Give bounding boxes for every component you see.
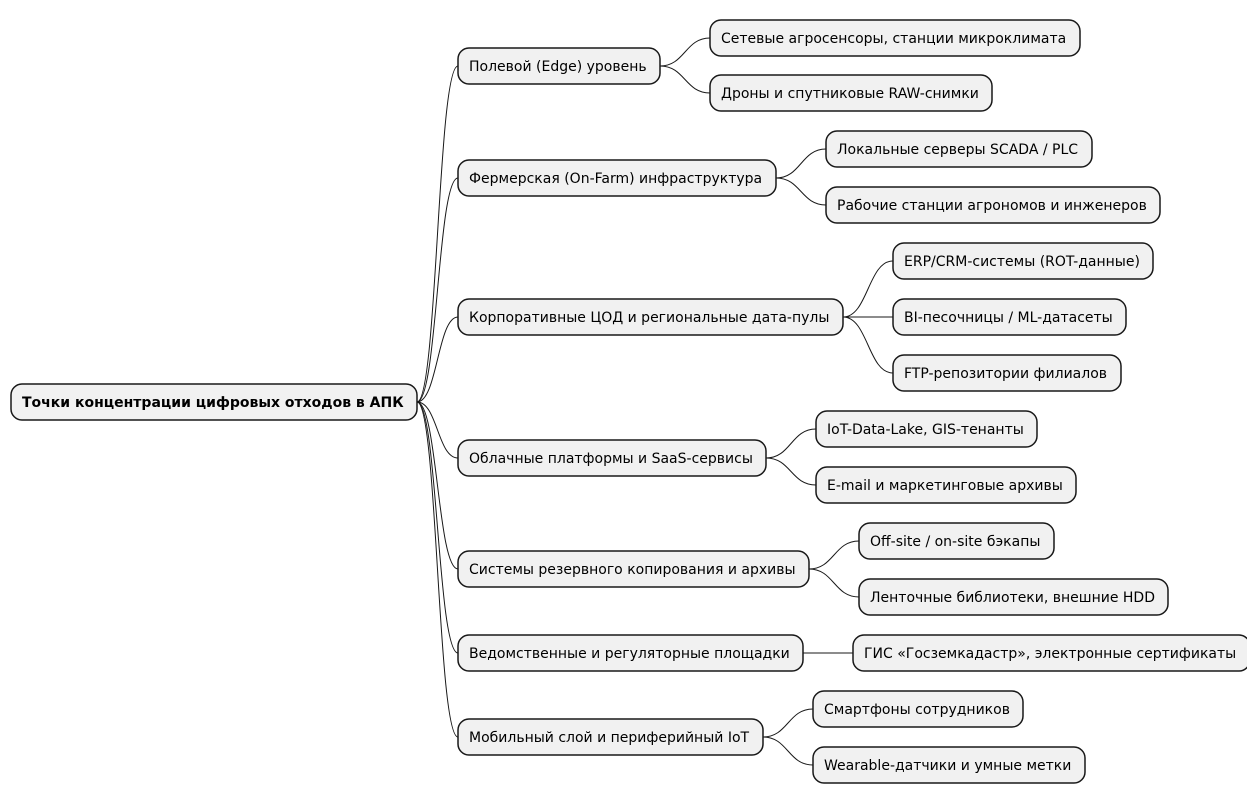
branch-node-1-box <box>457 159 777 197</box>
branch-to-leaf-edge-0-0 <box>659 37 711 67</box>
leaf-node-0-1-box <box>709 74 993 112</box>
branch-node-6: Мобильный слой и периферийный IoT <box>457 718 764 756</box>
leaf-node-3-0-label: IoT-Data-Lake, GIS-тенанты <box>827 422 1024 438</box>
root-to-branch-edge-0 <box>416 65 459 403</box>
leaf-node-2-0-label: ERP/CRM-системы (ROT-данные) <box>904 254 1140 270</box>
leaf-node-4-1-label: Ленточные библиотеки, внешние HDD <box>870 590 1155 606</box>
mindmap-edges <box>416 37 894 766</box>
branch-node-5-label: Ведомственные и регуляторные площадки <box>469 646 790 662</box>
branch-to-leaf-edge-2-0 <box>842 260 894 318</box>
branch-node-6-box <box>457 718 764 756</box>
branch-to-leaf-edge-3-1 <box>765 457 817 486</box>
branch-to-leaf-edge-4-0 <box>808 540 860 570</box>
branch-node-1: Фермерская (On-Farm) инфраструктура <box>457 159 777 197</box>
branch-node-5-box <box>457 634 804 672</box>
leaf-node-5-0-label: ГИС «Госземкадастр», электронные сертифи… <box>864 646 1236 662</box>
branch-node-0: Полевой (Edge) уровень <box>457 47 661 85</box>
leaf-node-0-0-box <box>709 19 1081 57</box>
leaf-node-6-0: Смартфоны сотрудников <box>812 690 1024 728</box>
leaf-node-2-0-box <box>892 242 1154 280</box>
branch-to-leaf-edge-2-2 <box>842 316 894 374</box>
root-to-branch-edge-2 <box>416 316 459 403</box>
leaf-node-1-0: Локальные серверы SCADA / PLC <box>825 130 1093 168</box>
leaf-node-4-0-label: Off-site / on-site бэкапы <box>870 534 1040 550</box>
branch-to-leaf-edge-4-1 <box>808 568 860 598</box>
branch-to-leaf-edge-6-0 <box>762 708 814 738</box>
root-node-box <box>10 383 418 421</box>
leaf-node-6-1: Wearable-датчики и умные метки <box>812 746 1086 784</box>
leaf-node-1-0-label: Локальные серверы SCADA / PLC <box>837 142 1078 158</box>
root-node: Точки концентрации цифровых отходов в АП… <box>10 383 418 421</box>
leaf-node-0-0: Сетевые агросенсоры, станции микроклимат… <box>709 19 1081 57</box>
leaf-node-6-0-label: Смартфоны сотрудников <box>824 702 1010 718</box>
root-node-label: Точки концентрации цифровых отходов в АП… <box>22 395 404 411</box>
leaf-node-1-1-label: Рабочие станции агрономов и инженеров <box>837 198 1147 214</box>
branch-to-leaf-edge-6-1 <box>762 736 814 766</box>
leaf-node-6-1-label: Wearable-датчики и умные метки <box>824 758 1071 774</box>
leaf-node-0-1: Дроны и спутниковые RAW-снимки <box>709 74 993 112</box>
leaf-node-3-0-box <box>815 410 1038 448</box>
mindmap-nodes: Точки концентрации цифровых отходов в АП… <box>10 19 1247 784</box>
leaf-node-5-0-box <box>852 634 1247 672</box>
leaf-node-2-1: BI-песочницы / ML-датасеты <box>892 298 1127 336</box>
root-to-branch-edge-4 <box>416 401 459 570</box>
branch-node-0-label: Полевой (Edge) уровень <box>469 59 647 75</box>
branch-node-5: Ведомственные и регуляторные площадки <box>457 634 804 672</box>
root-to-branch-edge-1 <box>416 177 459 403</box>
leaf-node-1-0-box <box>825 130 1093 168</box>
branch-node-4-label: Системы резервного копирования и архивы <box>469 562 796 578</box>
root-to-branch-edge-6 <box>416 401 459 738</box>
branch-node-0-box <box>457 47 661 85</box>
leaf-node-0-0-label: Сетевые агросенсоры, станции микроклимат… <box>721 31 1066 47</box>
leaf-node-2-2-label: FTP-репозитории филиалов <box>904 366 1107 382</box>
branch-node-4-box <box>457 550 810 588</box>
leaf-node-1-1: Рабочие станции агрономов и инженеров <box>825 186 1161 224</box>
leaf-node-2-2-box <box>892 354 1122 392</box>
leaf-node-4-1: Ленточные библиотеки, внешние HDD <box>858 578 1169 616</box>
leaf-node-0-1-label: Дроны и спутниковые RAW-снимки <box>721 86 979 102</box>
branch-to-leaf-edge-0-1 <box>659 65 711 94</box>
branch-node-3: Облачные платформы и SaaS-сервисы <box>457 439 767 477</box>
branch-node-6-label: Мобильный слой и периферийный IoT <box>469 730 750 746</box>
leaf-node-4-0-box <box>858 522 1055 560</box>
branch-to-leaf-edge-3-0 <box>765 428 817 459</box>
leaf-node-1-1-box <box>825 186 1161 224</box>
leaf-node-4-1-box <box>858 578 1169 616</box>
branch-node-1-label: Фермерская (On-Farm) инфраструктура <box>469 171 762 187</box>
branch-node-4: Системы резервного копирования и архивы <box>457 550 810 588</box>
leaf-node-3-1-box <box>815 466 1077 504</box>
leaf-node-3-1: E-mail и маркетинговые архивы <box>815 466 1077 504</box>
leaf-node-5-0: ГИС «Госземкадастр», электронные сертифи… <box>852 634 1247 672</box>
branch-node-3-label: Облачные платформы и SaaS-сервисы <box>469 451 753 467</box>
leaf-node-6-0-box <box>812 690 1024 728</box>
leaf-node-3-0: IoT-Data-Lake, GIS-тенанты <box>815 410 1038 448</box>
leaf-node-2-1-box <box>892 298 1127 336</box>
leaf-node-2-2: FTP-репозитории филиалов <box>892 354 1122 392</box>
leaf-node-2-1-label: BI-песочницы / ML-датасеты <box>904 310 1113 326</box>
branch-to-leaf-edge-1-1 <box>775 177 827 206</box>
branch-to-leaf-edge-1-0 <box>775 148 827 179</box>
root-to-branch-edge-5 <box>416 401 459 654</box>
branch-node-3-box <box>457 439 767 477</box>
branch-node-2-box <box>457 298 844 336</box>
leaf-node-2-0: ERP/CRM-системы (ROT-данные) <box>892 242 1154 280</box>
branch-node-2: Корпоративные ЦОД и региональные дата-пу… <box>457 298 844 336</box>
leaf-node-3-1-label: E-mail и маркетинговые архивы <box>827 478 1063 494</box>
leaf-node-6-1-box <box>812 746 1086 784</box>
branch-node-2-label: Корпоративные ЦОД и региональные дата-пу… <box>469 310 829 326</box>
leaf-node-4-0: Off-site / on-site бэкапы <box>858 522 1055 560</box>
root-to-branch-edge-3 <box>416 401 459 459</box>
